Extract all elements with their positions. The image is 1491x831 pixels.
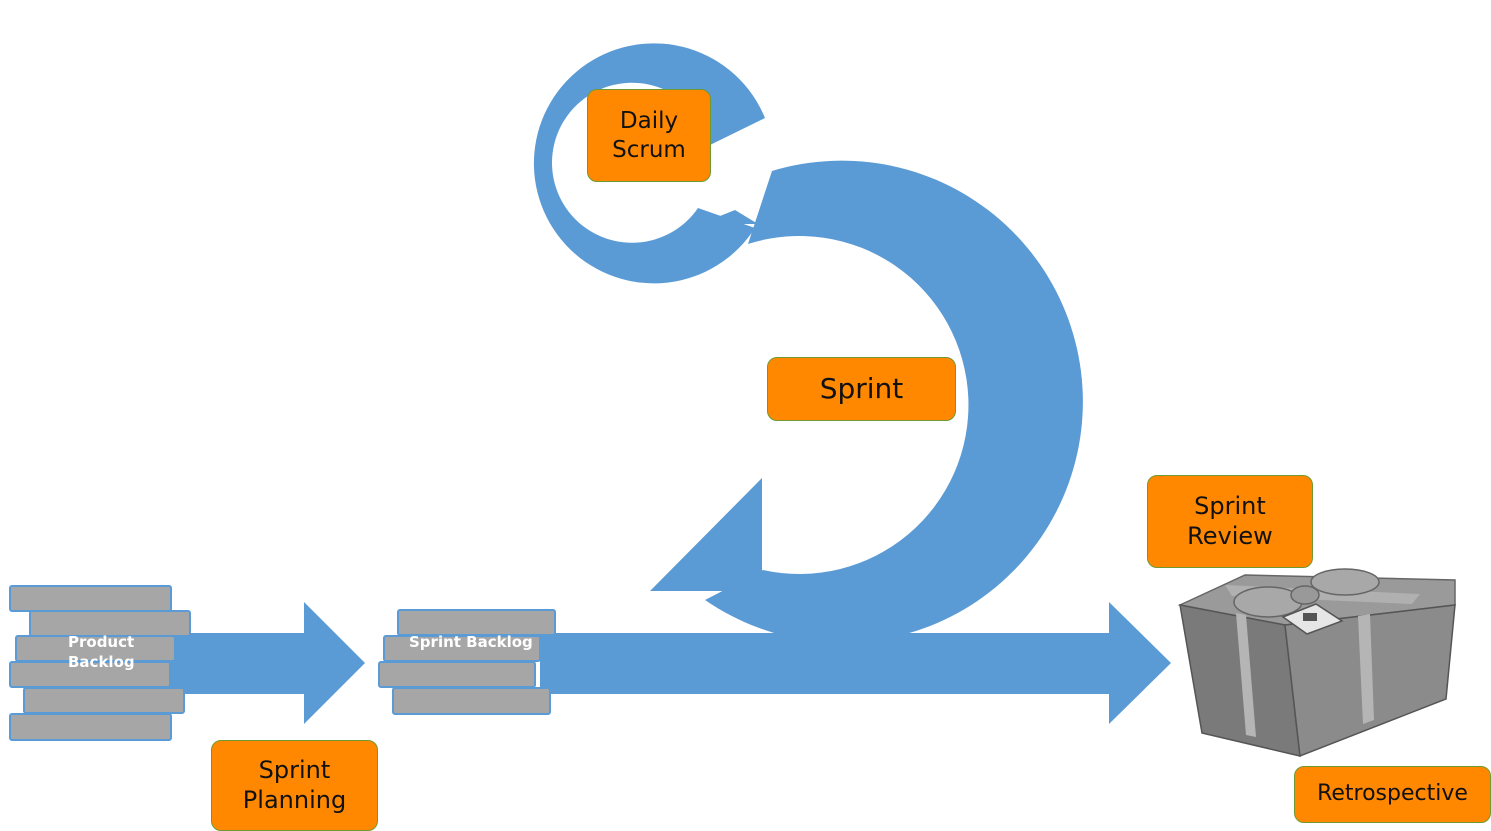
sprint-label: Sprint bbox=[767, 357, 956, 421]
product-backlog-label: Product Backlog bbox=[68, 633, 135, 671]
daily-scrum-label: Daily Scrum bbox=[587, 89, 711, 182]
backlog-item bbox=[378, 661, 536, 688]
sprint-backlog-label: Sprint Backlog bbox=[409, 633, 533, 651]
sprint-planning-label: Sprint Planning bbox=[211, 740, 378, 831]
planning-flow-arrow bbox=[160, 602, 365, 724]
backlog-item bbox=[9, 713, 172, 741]
backlog-item bbox=[392, 687, 551, 715]
sprint-review-label: Sprint Review bbox=[1147, 475, 1313, 568]
backlog-item bbox=[23, 687, 185, 714]
backlog-item bbox=[397, 609, 556, 636]
gift-box-icon bbox=[1177, 568, 1456, 758]
sprint-cycle-arrow bbox=[650, 160, 1083, 643]
backlog-item bbox=[383, 635, 541, 662]
retrospective-label: Retrospective bbox=[1294, 766, 1491, 823]
backlog-item bbox=[9, 585, 172, 612]
delivery-flow-arrow bbox=[540, 602, 1171, 724]
